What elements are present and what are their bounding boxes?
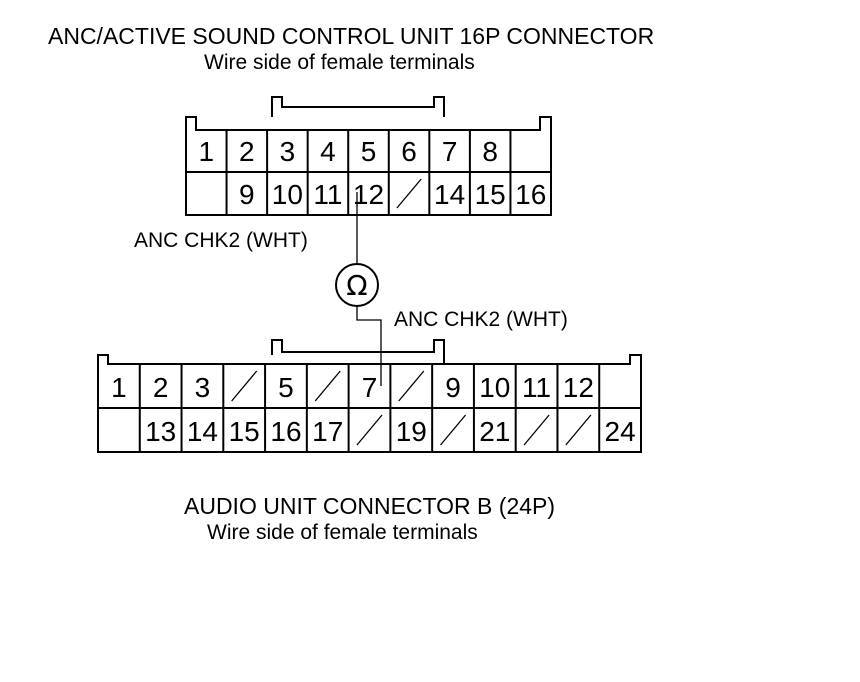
- bottom-pin-17: 17: [312, 416, 343, 447]
- top-pin-11: 11: [313, 179, 342, 210]
- top-pin-2: 2: [239, 136, 255, 167]
- bottom-pin-9: 9: [445, 372, 461, 403]
- top-pin-7: 7: [442, 136, 458, 167]
- top-pin-1: 1: [198, 136, 214, 167]
- unused-terminal-slash: [398, 370, 425, 402]
- bottom-pin-12: 12: [563, 372, 594, 403]
- bottom-pin-10: 10: [479, 372, 510, 403]
- unused-terminal-slash: [565, 414, 592, 446]
- bottom-pin-5: 5: [278, 372, 294, 403]
- bottom-pin-1: 1: [111, 372, 127, 403]
- bottom-pin-3: 3: [195, 372, 211, 403]
- bottom-connector-row2: 13 14 15 16 17 19 21 24: [138, 408, 636, 452]
- unused-terminal-slash: [231, 370, 258, 402]
- top-pin-9: 9: [239, 179, 255, 210]
- top-pin-4: 4: [320, 136, 336, 167]
- bottom-connector-subtitle: Wire side of female terminals: [207, 521, 478, 544]
- unused-terminal-slash: [356, 414, 383, 446]
- top-pin-12: 12: [353, 179, 384, 210]
- ohm-icon: Ω: [346, 269, 367, 302]
- top-connector-row2: 9 10 11 12 14 15 16: [225, 172, 546, 215]
- bottom-pin-2: 2: [153, 372, 169, 403]
- wire-label-bottom: ANC CHK2 (WHT): [394, 308, 568, 331]
- bottom-pin-24: 24: [605, 416, 636, 447]
- top-pin-6: 6: [401, 136, 417, 167]
- unused-terminal-slash: [440, 414, 467, 446]
- top-connector-subtitle: Wire side of female terminals: [204, 51, 475, 74]
- bottom-pin-14: 14: [187, 416, 218, 447]
- top-pin-14: 14: [434, 179, 465, 210]
- bottom-pin-16: 16: [270, 416, 301, 447]
- unused-terminal-slash: [523, 414, 550, 446]
- top-pin-10: 10: [272, 179, 303, 210]
- top-pin-5: 5: [361, 136, 377, 167]
- top-pin-15: 15: [475, 179, 506, 210]
- top-connector-title: ANC/ACTIVE SOUND CONTROL UNIT 16P CONNEC…: [48, 23, 654, 49]
- top-pin-16: 16: [515, 179, 546, 210]
- unused-terminal-slash: [314, 370, 341, 402]
- bottom-pin-7: 7: [362, 372, 378, 403]
- wire-label-top: ANC CHK2 (WHT): [134, 229, 308, 252]
- top-pin-8: 8: [482, 136, 498, 167]
- ohmmeter-symbol: Ω: [335, 263, 379, 307]
- bottom-pin-19: 19: [396, 416, 427, 447]
- top-pin-3: 3: [280, 136, 296, 167]
- unused-terminal-slash: [396, 178, 422, 209]
- bottom-pin-13: 13: [145, 416, 176, 447]
- bottom-pin-15: 15: [229, 416, 260, 447]
- bottom-connector-title: AUDIO UNIT CONNECTOR B (24P): [184, 493, 555, 519]
- bottom-pin-21: 21: [479, 416, 510, 447]
- bottom-pin-11: 11: [522, 372, 551, 403]
